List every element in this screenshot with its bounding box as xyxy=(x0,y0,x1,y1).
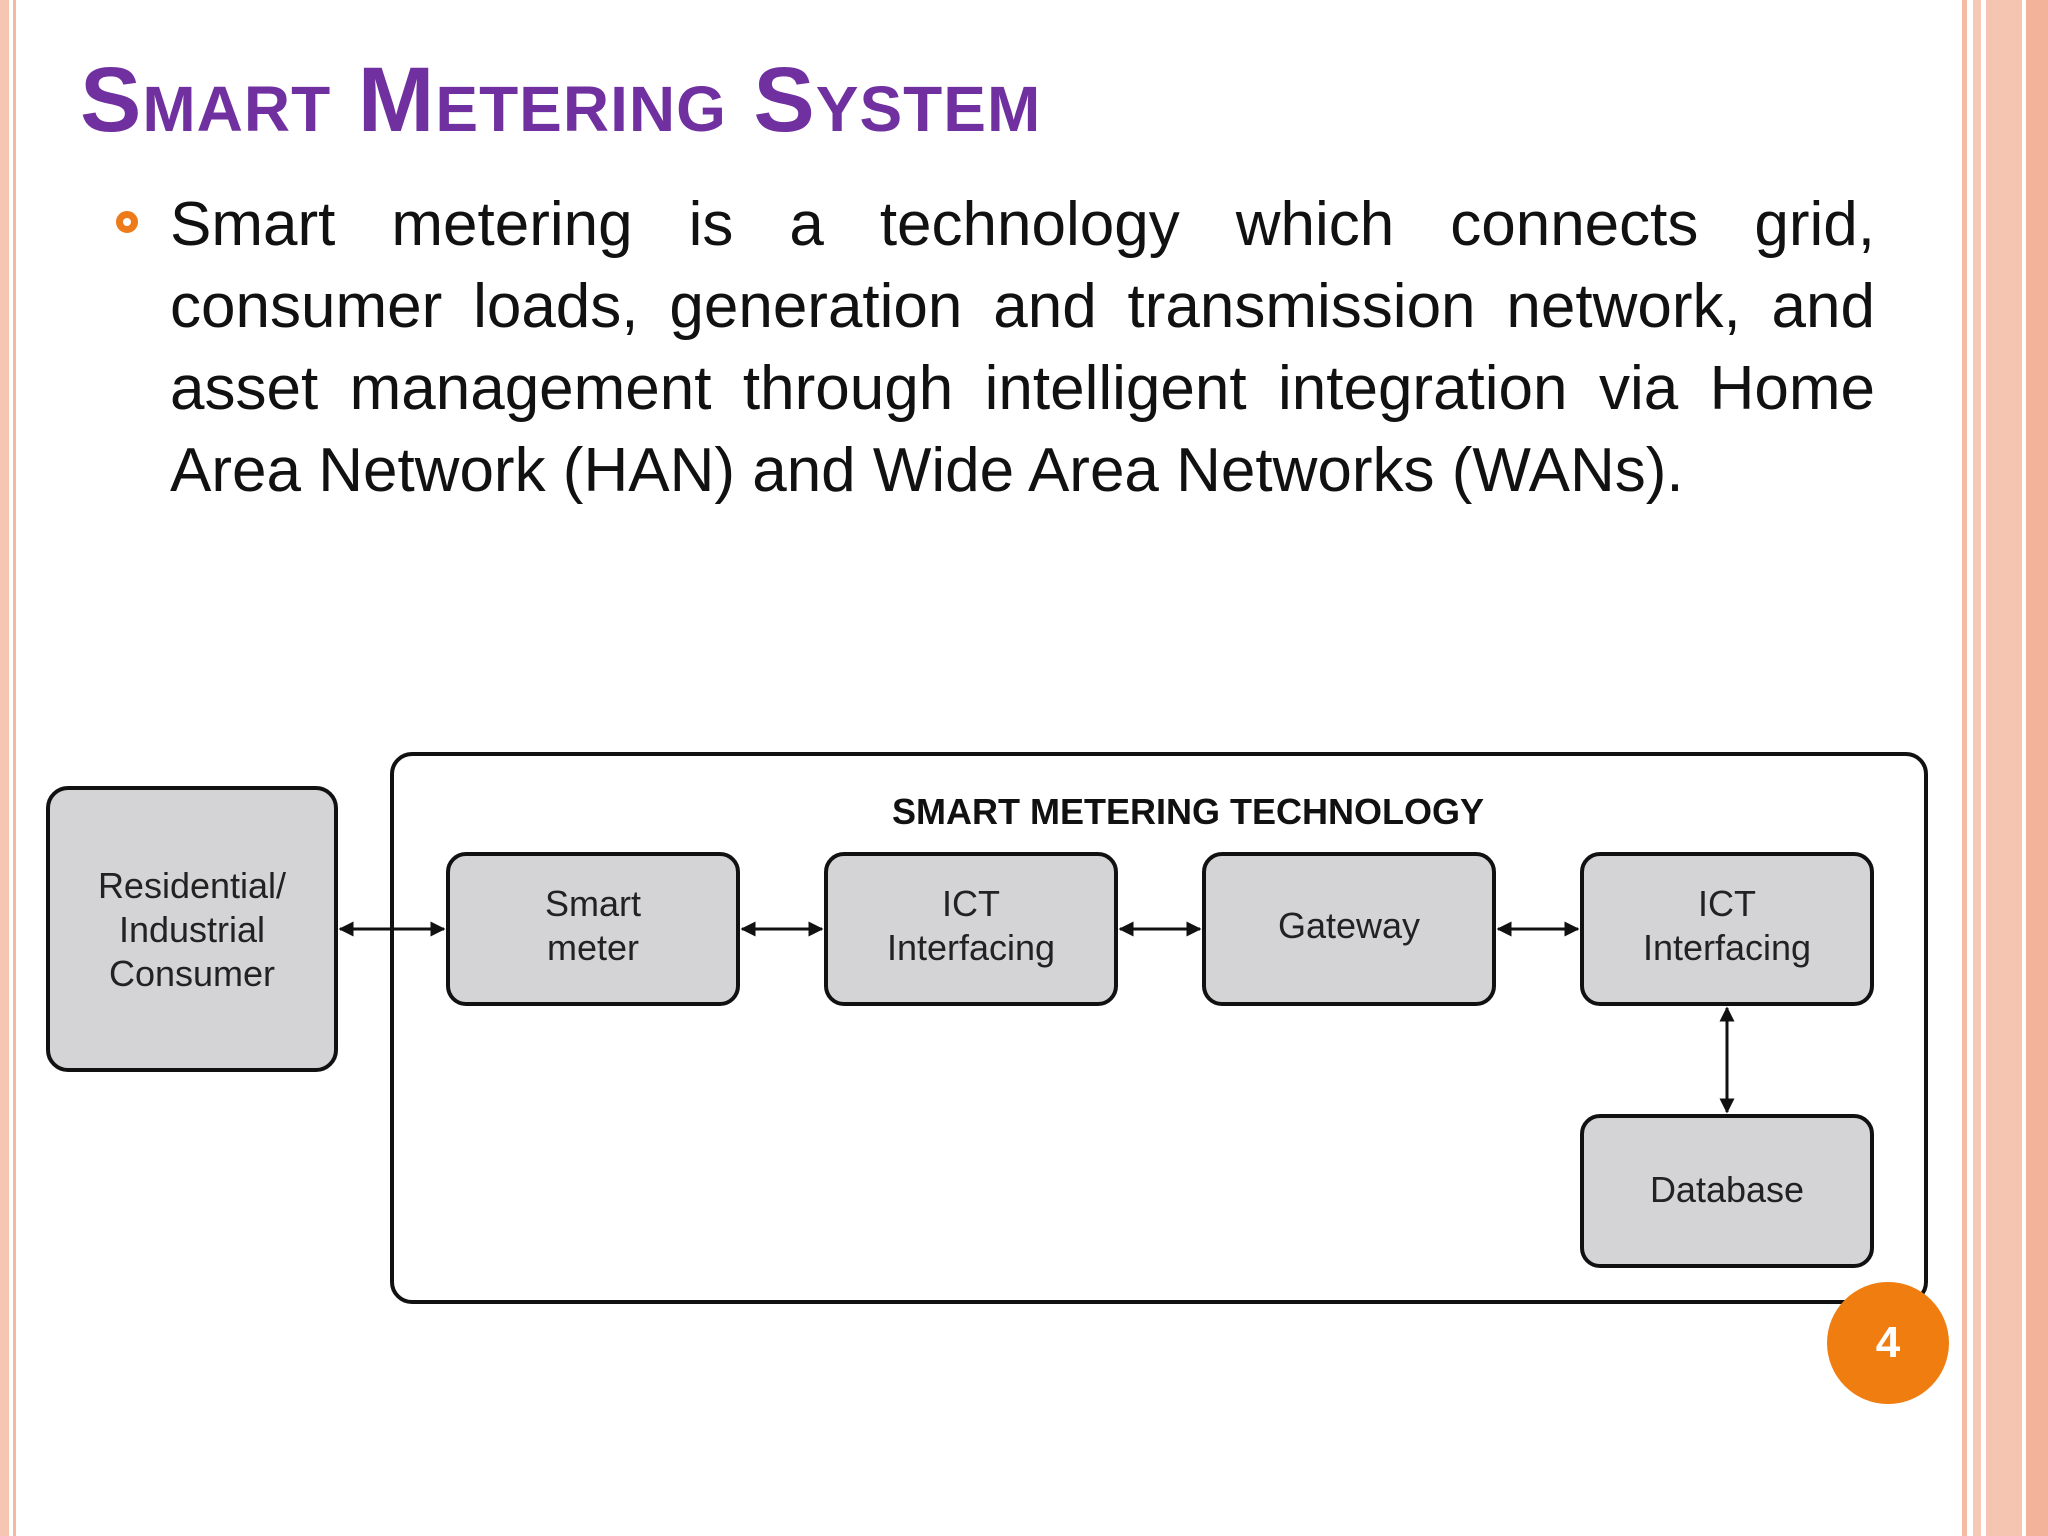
ict-interfacing-node xyxy=(1580,852,1874,1006)
page-number-badge: 4 xyxy=(1827,1282,1949,1404)
database-label: Database xyxy=(1650,1169,1804,1210)
smart-metering-diagram: SMART METERING TECHNOLOGY Residential/ I… xyxy=(40,750,1940,1320)
technology-label: SMART METERING TECHNOLOGY xyxy=(892,791,1484,832)
smart-meter-label-line-2: meter xyxy=(547,927,639,968)
right-border-stripe xyxy=(2026,0,2048,1536)
right-border-stripe xyxy=(1962,0,1967,1536)
bullet-circle-icon xyxy=(116,211,138,233)
consumer-label-line-2: Industrial xyxy=(119,909,265,950)
right-border-stripe xyxy=(1973,0,1981,1536)
ict-interfacing-label-line-1: ICT xyxy=(942,883,1000,924)
technology-container xyxy=(390,752,1928,1304)
bullet-text: Smart metering is a technology which con… xyxy=(170,190,1875,505)
gateway-node xyxy=(1202,852,1496,1006)
ict-interfacing-label-line-1: ICT xyxy=(1698,883,1756,924)
consumer-label-line-3: Consumer xyxy=(109,953,275,994)
ict-interfacing-label-line-2: Interfacing xyxy=(1643,927,1811,968)
left-border-stripe xyxy=(0,0,9,1536)
consumer-node xyxy=(46,786,338,1072)
slide-title: Smart Metering System xyxy=(80,49,1042,151)
smart-meter-node xyxy=(446,852,740,1006)
ict-interfacing-label-line-2: Interfacing xyxy=(887,927,1055,968)
smart-meter-label-line-1: Smart xyxy=(545,883,641,924)
gateway-label: Gateway xyxy=(1278,905,1420,946)
consumer-label-line-1: Residential/ xyxy=(98,865,286,906)
database-node xyxy=(1580,1114,1874,1268)
ict-interfacing-node xyxy=(824,852,1118,1006)
left-border-stripe xyxy=(13,0,16,1536)
right-border-stripe xyxy=(1986,0,2022,1536)
